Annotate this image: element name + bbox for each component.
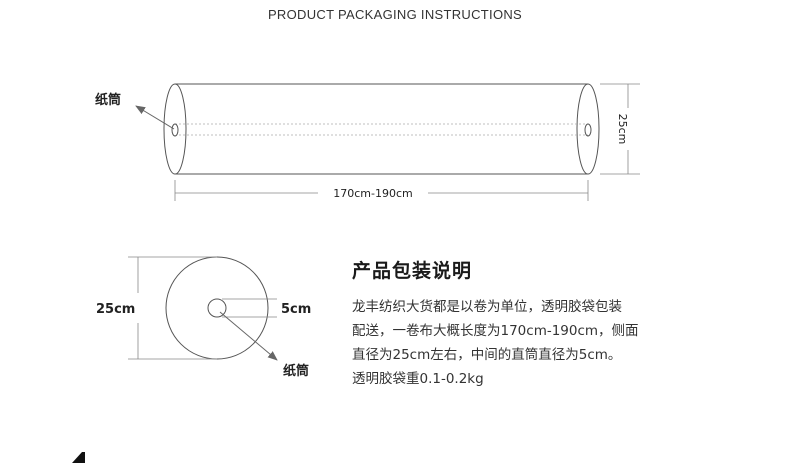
end-core-label: 纸筒 [283, 363, 309, 379]
diameter-label: 25cm [616, 114, 629, 145]
description-heading: 产品包装说明 [352, 260, 473, 282]
length-label: 170cm-190cm [333, 187, 413, 200]
description-body: 龙丰纺织大货都是以卷为单位，透明胶袋包装 配送，一卷布大概长度为170cm-19… [352, 295, 752, 391]
description-line: 龙丰纺织大货都是以卷为单位，透明胶袋包装 [352, 299, 622, 315]
core-left-hole [171, 123, 179, 137]
diameter-dimension [600, 83, 640, 175]
outer-diameter-dimension [128, 256, 217, 360]
roll-outer-circle [165, 256, 269, 360]
end-core-arrow [219, 311, 278, 361]
roll-core-circle [207, 298, 227, 318]
length-dimension [174, 180, 589, 201]
description-line: 透明胶袋重0.1-0.2kg [352, 371, 484, 387]
core-diameter-dimension [222, 298, 277, 318]
core-diameter-label: 5cm [281, 302, 311, 317]
side-core-label: 纸筒 [95, 92, 121, 108]
roll-right-end [576, 83, 600, 175]
side-core-arrow [135, 105, 175, 130]
roll-end-view [165, 256, 269, 360]
page-title: PRODUCT PACKAGING INSTRUCTIONS [267, 7, 523, 22]
cropped-glyph-icon [72, 452, 85, 463]
description-line: 直径为25cm左右，中间的直筒直径为5cm。 [352, 347, 622, 363]
outer-diameter-label: 25cm [96, 302, 135, 317]
packaging-description: 产品包装说明 龙丰纺织大货都是以卷为单位，透明胶袋包装 配送，一卷布大概长度为1… [352, 256, 752, 391]
core-right-hole [584, 123, 592, 137]
description-line: 配送，一卷布大概长度为170cm-190cm，侧面 [352, 323, 639, 339]
roll-side-view [163, 83, 600, 175]
